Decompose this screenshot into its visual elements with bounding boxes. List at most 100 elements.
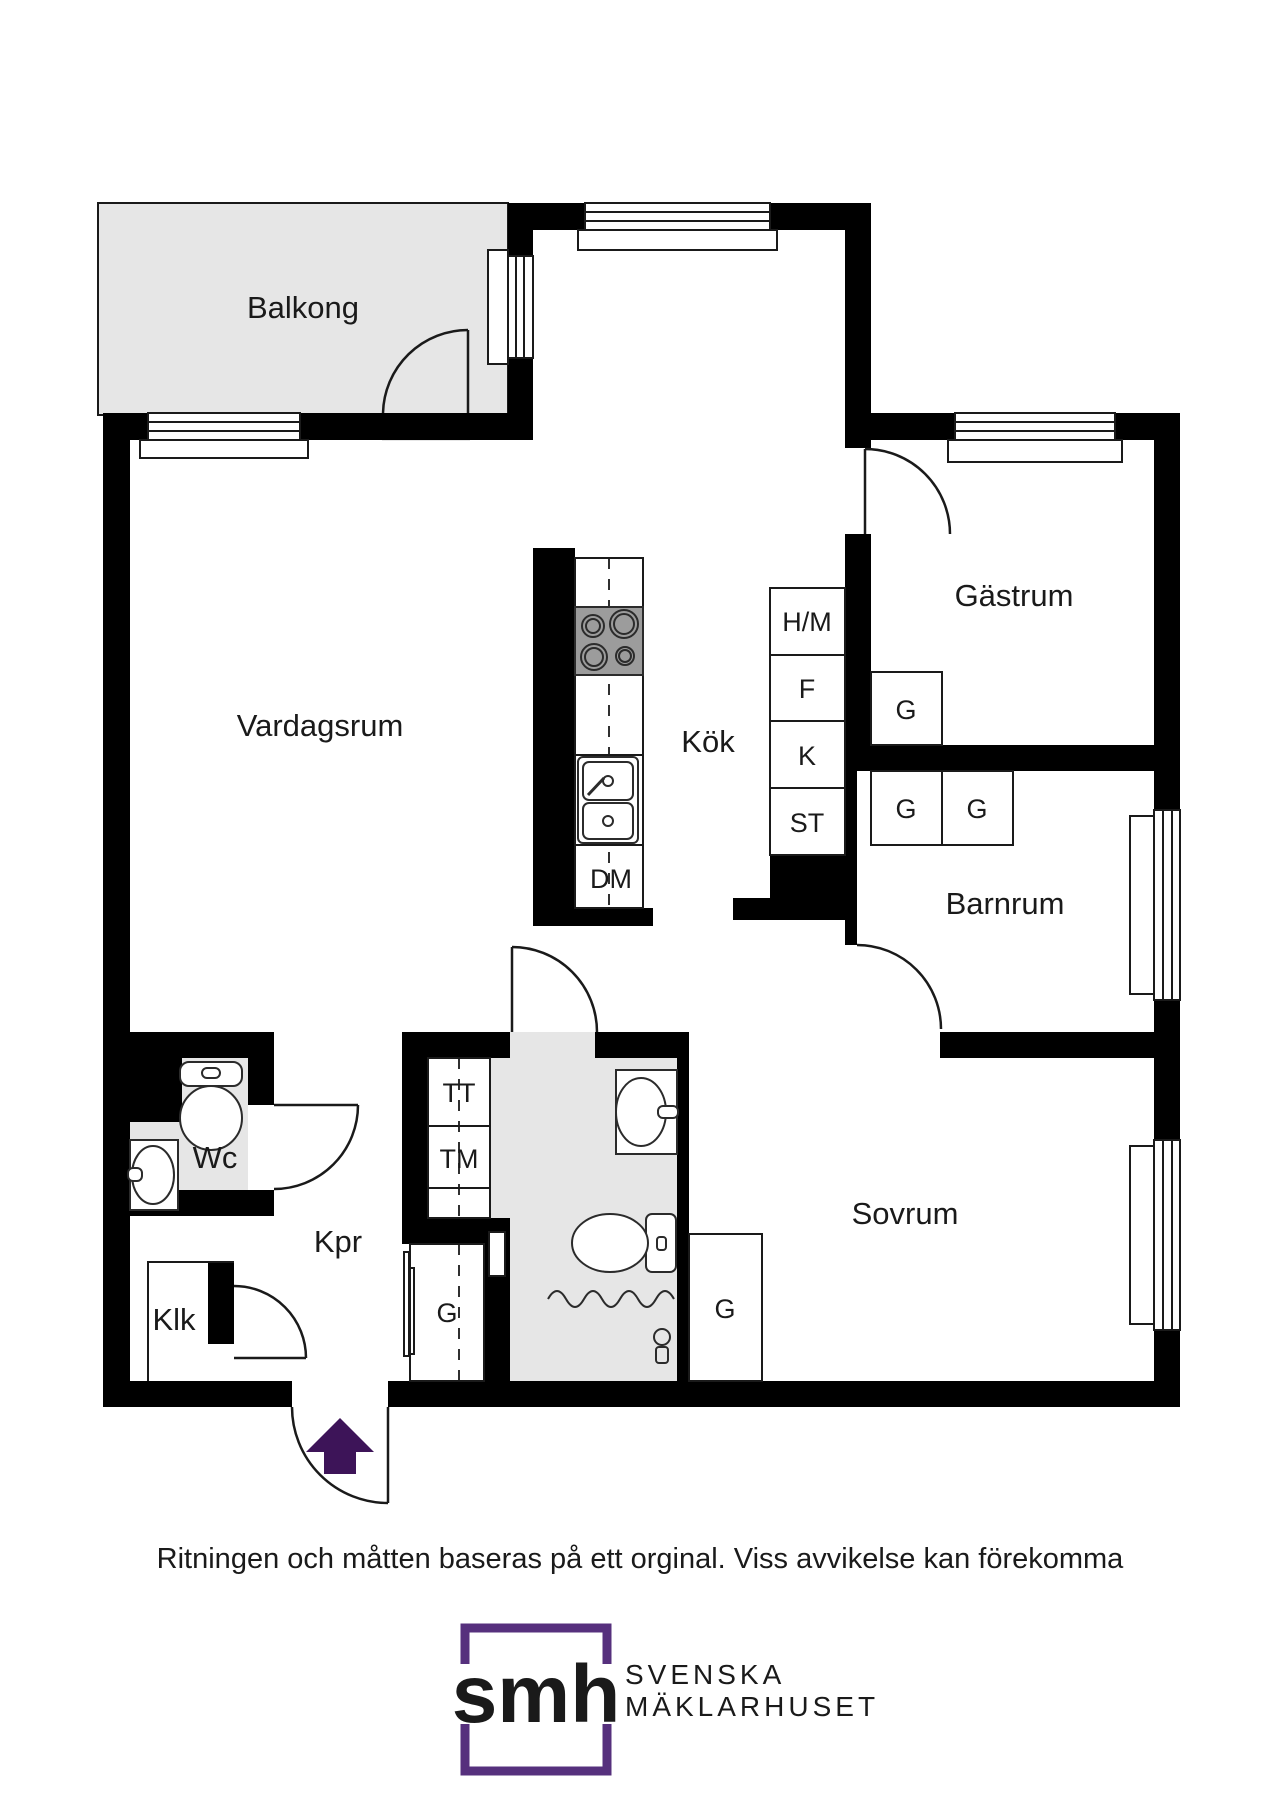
window-barnrum-icon	[1153, 809, 1181, 1001]
window-gastrum-sill	[947, 439, 1123, 463]
label-sovrum: Sovrum	[852, 1196, 959, 1231]
label-klk: Klk	[152, 1302, 196, 1337]
label-k: K	[798, 741, 816, 771]
wall-barnrum-left-stub	[845, 771, 857, 945]
label-g-barnrum-1: G	[895, 794, 916, 824]
wc-fixtures	[127, 1061, 243, 1211]
g-box-kpr	[409, 1243, 485, 1382]
room-labels: Balkong Vardagsrum Kök Gästrum Barnrum S…	[152, 290, 1073, 1337]
klk-outline	[147, 1261, 234, 1381]
bathroom-fixtures	[547, 1069, 679, 1364]
g-box-kpr-door-inner	[409, 1267, 415, 1355]
gastrum-door-arc-icon	[864, 447, 952, 535]
hm-box	[769, 587, 846, 656]
window-sovrum-sill	[1129, 1145, 1155, 1325]
bathroom-sink-icon	[615, 1069, 679, 1155]
wall-wc-right-stub	[248, 1058, 274, 1105]
wall-wc-corner-fill	[130, 1058, 182, 1122]
logo-mark-text: smh	[452, 1649, 621, 1740]
wall-klk-right	[208, 1262, 234, 1344]
window-gastrum-icon	[954, 412, 1116, 441]
balcony-floor	[98, 203, 508, 415]
wall-bathroom-right	[677, 1032, 689, 1381]
bathroom-door-threshold	[510, 1032, 595, 1058]
label-balkong: Balkong	[247, 290, 359, 325]
wall-laundry-mid	[402, 1218, 490, 1244]
label-barnrum: Barnrum	[946, 886, 1065, 921]
wall-sovrum-top	[940, 1032, 1154, 1058]
wall-wc-top	[103, 1032, 274, 1058]
wall-wc-bottom	[103, 1190, 274, 1216]
window-balcony-side-sill	[487, 249, 509, 365]
closets-and-boxes	[147, 587, 1014, 1382]
label-g-kpr: G	[436, 1298, 457, 1328]
label-dm: DM	[590, 864, 632, 894]
bathroom-toilet-icon	[571, 1213, 677, 1273]
label-wc: Wc	[193, 1140, 238, 1175]
disclaimer-text: Ritningen och måtten baseras på ett orgi…	[157, 1543, 1125, 1575]
tt-box	[427, 1057, 491, 1127]
label-kok: Kök	[681, 724, 735, 759]
klk-door-arc-icon	[233, 1284, 308, 1359]
logo: smh SVENSKA MÄKLARHUSET	[440, 1623, 879, 1776]
g-box-barnrum-1	[870, 770, 943, 846]
balcony-door-arc-icon	[381, 328, 469, 414]
wall-exterior-bottom-left	[103, 1381, 292, 1407]
label-gastrum: Gästrum	[955, 578, 1074, 613]
window-kitchen-top-sill	[577, 229, 778, 251]
g-box-sovrum	[688, 1233, 763, 1382]
label-g-gastrum: G	[895, 695, 916, 725]
shower-icon	[653, 1328, 671, 1364]
wall-laundry-left	[402, 1058, 428, 1244]
label-tm: TM	[440, 1144, 479, 1174]
wall-kitchen-bottom	[533, 908, 653, 926]
gastrum-door-gap	[845, 448, 871, 534]
logo-line2: MÄKLARHUSET	[625, 1691, 879, 1722]
windows	[139, 202, 1181, 1331]
logo-square-break	[440, 1664, 632, 1724]
entry-arrow-icon	[306, 1418, 374, 1474]
logo-line1: SVENSKA	[625, 1659, 785, 1690]
window-livingroom-sill	[139, 439, 309, 459]
doors	[233, 328, 952, 1505]
st-box	[769, 787, 846, 856]
k-box	[769, 720, 846, 789]
stove-icon	[574, 606, 644, 676]
wall-bathroom-top	[595, 1032, 689, 1058]
bathroom-door-arc-icon	[511, 945, 599, 1033]
bathtub-wave-icon	[547, 1290, 675, 1308]
label-tt: TT	[443, 1078, 476, 1108]
window-sovrum-icon	[1153, 1139, 1181, 1331]
label-hm: H/M	[782, 607, 832, 637]
kitchen-counter	[574, 557, 644, 909]
barnrum-door-arc-icon	[856, 943, 943, 1030]
label-f: F	[799, 674, 816, 704]
wall-exterior-left	[103, 413, 130, 1407]
bathroom-cabinet	[488, 1231, 506, 1277]
g-box-gastrum	[870, 671, 943, 746]
f-box	[769, 654, 846, 722]
label-st: ST	[790, 808, 825, 838]
wall-gastrum-barnrum	[845, 745, 1154, 771]
window-barnrum-sill	[1129, 815, 1155, 995]
window-balcony-side-icon	[507, 255, 534, 359]
entry-door-arc-icon	[290, 1406, 389, 1505]
wc-door-arc-icon	[273, 1104, 360, 1191]
wc-toilet-icon	[179, 1061, 243, 1151]
window-kitchen-top-icon	[584, 202, 771, 231]
appliance-labels: H/M F K ST DM TT TM G G G G G	[436, 607, 987, 1328]
kitchen-sink-icon	[577, 756, 639, 844]
label-vardagsrum: Vardagsrum	[237, 708, 404, 743]
wall-exterior-bottom-right	[388, 1381, 1180, 1407]
wall-laundry-top	[402, 1032, 510, 1058]
label-kpr: Kpr	[314, 1224, 362, 1259]
wall-kitchen-strip	[533, 548, 575, 908]
window-livingroom-icon	[147, 412, 301, 441]
g-box-kpr-door	[403, 1251, 410, 1357]
label-g-sovrum: G	[714, 1294, 735, 1324]
wall-st-foot	[733, 898, 845, 920]
label-g-barnrum-2: G	[966, 794, 987, 824]
wc-sink-icon	[127, 1139, 179, 1211]
